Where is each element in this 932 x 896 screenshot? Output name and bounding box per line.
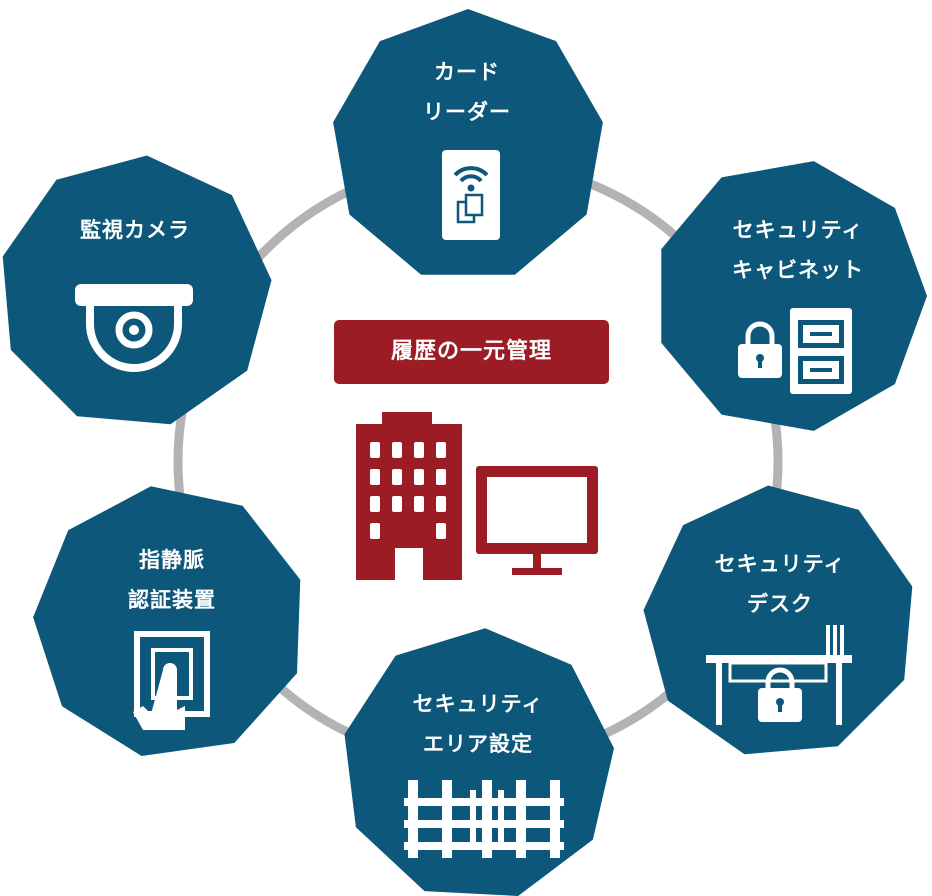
security-desk-label: セキュリティデスク [660,544,900,624]
security-cabinet-icon [738,308,852,394]
building-window [436,523,446,539]
building-window [370,496,380,512]
building-window [436,496,446,512]
label-line: リーダー [423,100,511,124]
label-line: エリア設定 [423,732,533,756]
camera-icon [75,284,193,372]
security-area-label: セキュリティエリア設定 [358,684,598,764]
node-card-reader [333,9,603,275]
vein-auth-label: 指静脈認証装置 [52,540,292,620]
node-vein-auth [33,486,301,756]
label-line: 指静脈 [139,548,205,572]
label-line: デスク [747,592,813,616]
building-window [392,496,402,512]
label-line: 監視カメラ [80,218,190,242]
security-area-icon [404,780,564,858]
label-line: セキュリティ [732,218,864,242]
label-line: 認証装置 [128,588,216,612]
building-window [392,469,402,485]
vein-auth-icon [133,631,210,730]
card-reader-label: カードリーダー [347,52,587,132]
label-line: セキュリティ [714,552,846,576]
building-icon [356,412,462,580]
card-reader-icon [442,150,500,240]
label-line: セキュリティ [412,692,544,716]
monitor-icon [476,466,598,575]
security-cabinet-label: セキュリティキャビネット [678,210,918,290]
label-line: カード [434,60,500,84]
building-window [414,496,424,512]
building-window [436,442,446,458]
building-window [370,442,380,458]
node-security-cabinet [661,161,927,431]
building-window [414,469,424,485]
building-window [436,469,446,485]
node-security-desk [643,485,913,755]
center-title: 履歴の一元管理 [334,320,609,384]
building-window [414,442,424,458]
building-window [370,523,380,539]
security-desk-icon [706,625,852,725]
label-line: キャビネット [732,258,864,282]
camera-label: 監視カメラ [15,210,255,250]
building-window [392,442,402,458]
building-window [370,469,380,485]
